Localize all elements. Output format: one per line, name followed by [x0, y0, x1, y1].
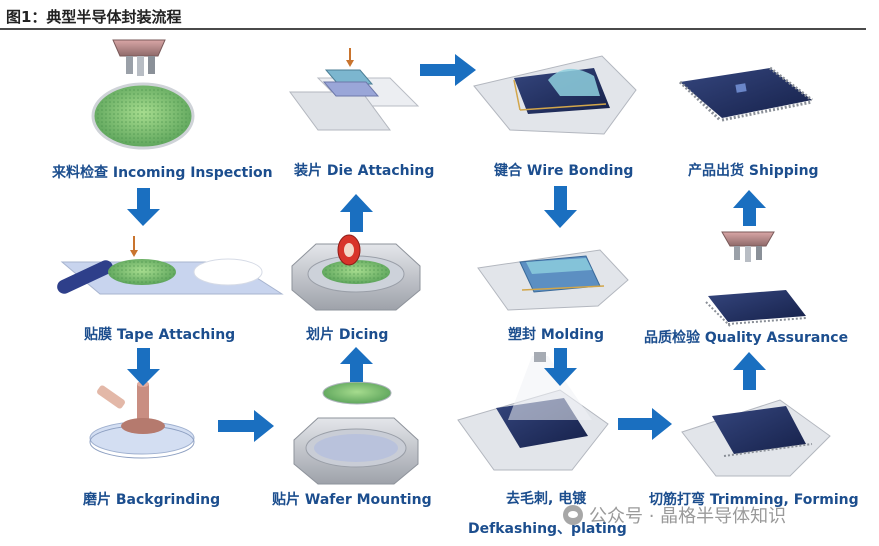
deflashing-plating-illustration [457, 352, 609, 471]
step-label-deflashing-en: Defkashing、plating [468, 521, 627, 537]
wire-bonding-illustration [473, 55, 637, 135]
arrow-down-2 [127, 348, 160, 386]
arrow-right-3 [618, 408, 672, 440]
step-label-tape-attaching: 贴膜 Tape Attaching [84, 327, 236, 343]
watermark: 公众号 · 晶格半导体知识 [563, 500, 863, 530]
watermark-text: 公众号 · 晶格半导体知识 [589, 506, 787, 527]
wafer-mounting-illustration [293, 417, 419, 485]
step-label-die-attaching: 装片 Die Attaching [294, 163, 435, 179]
dicing-illustration [291, 234, 421, 405]
arrow-up-4 [733, 190, 766, 226]
molding-illustration [477, 249, 629, 311]
arrow-down-1 [127, 188, 160, 226]
step-label-incoming-inspection: 来料检查 Incoming Inspection [52, 165, 273, 181]
wechat-icon [563, 505, 583, 525]
die-attaching-illustration [289, 48, 420, 131]
title-divider [0, 28, 866, 30]
figure-title: 图1：典型半导体封装流程 [6, 8, 182, 26]
step-label-quality-assurance: 品质检验 Quality Assurance [644, 330, 849, 346]
arrow-up-1 [340, 347, 373, 382]
arrow-down-3 [544, 186, 577, 228]
step-label-wire-bonding: 键合 Wire Bonding [494, 163, 634, 179]
flow-arrows [127, 54, 766, 442]
step-label-deflashing-cn: 去毛刺, 电镀 [506, 491, 587, 507]
step-label-trimming-forming: 切筋打弯 Trimming, Forming [649, 492, 859, 508]
arrow-down-4 [544, 348, 577, 386]
arrow-up-2 [340, 194, 373, 232]
arrow-right-2 [420, 54, 476, 86]
step-label-shipping: 产品出货 Shipping [688, 163, 819, 179]
incoming-inspection-illustration [91, 39, 195, 150]
shipping-illustration [678, 66, 813, 122]
backgrinding-illustration [89, 381, 195, 459]
step-label-wafer-mounting: 贴片 Wafer Mounting [272, 492, 432, 508]
quality-assurance-illustration [705, 231, 807, 327]
trimming-forming-illustration [681, 399, 831, 477]
arrow-right-1 [218, 410, 274, 442]
step-label-dicing: 划片 Dicing [306, 327, 389, 343]
tape-attaching-illustration [57, 236, 284, 295]
step-label-molding: 塑封 Molding [508, 327, 605, 343]
step-label-backgrinding: 磨片 Backgrinding [83, 492, 221, 508]
arrow-up-3 [733, 352, 766, 390]
